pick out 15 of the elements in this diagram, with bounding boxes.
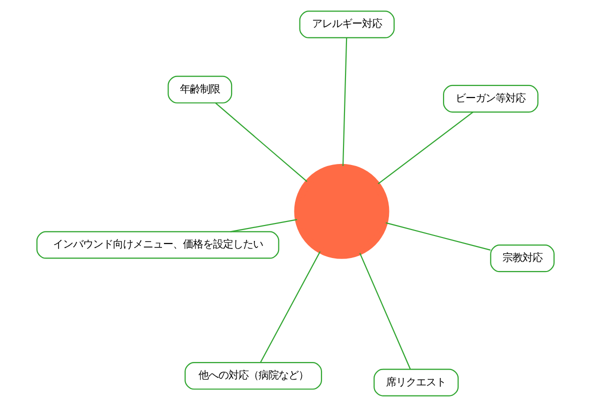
- connector: [378, 112, 474, 184]
- connector: [359, 252, 411, 370]
- connector: [342, 38, 348, 166]
- connector: [230, 218, 298, 232]
- node-box: インバウンド向けメニュー、価格を設定したい: [36, 231, 280, 259]
- node-box: アレルギー対応: [299, 10, 395, 38]
- connector: [215, 102, 308, 182]
- node-box: 他への対応（病院など）: [184, 362, 322, 390]
- node-box: 年齢制限: [168, 76, 232, 104]
- node-box: 席リクエスト: [374, 368, 459, 396]
- node-box: ビーガン等対応: [443, 84, 538, 113]
- node-box: 宗教対応: [490, 244, 555, 272]
- connector: [386, 222, 491, 251]
- node-gear: [294, 164, 390, 259]
- connector: [260, 251, 321, 363]
